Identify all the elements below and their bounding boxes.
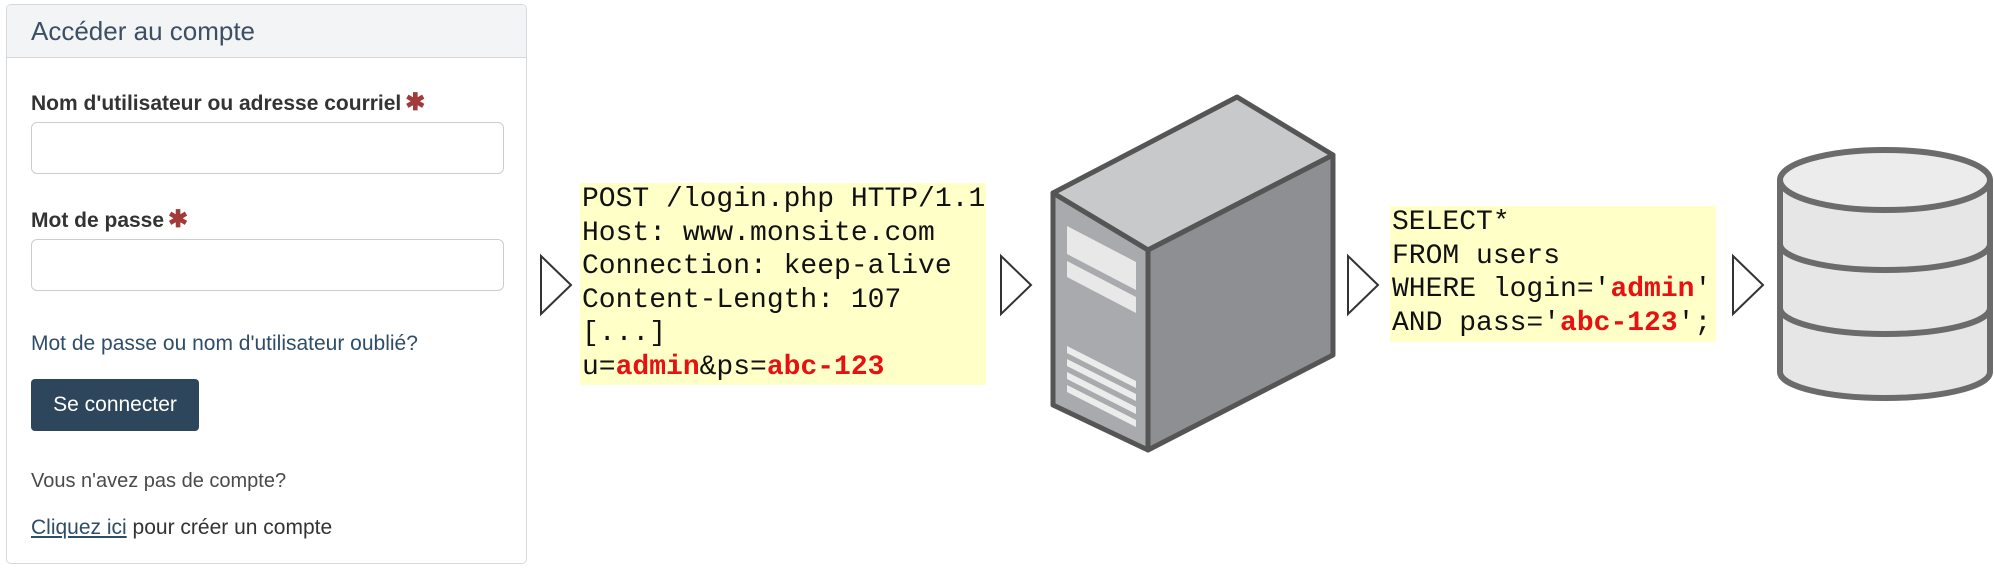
create-account-text: pour créer un compte [126, 516, 333, 539]
no-account-text: Vous n'avez pas de compte? [31, 470, 287, 492]
sql-where-prefix: WHERE login=' [1392, 274, 1611, 305]
sql-pass-value: abc-123 [1560, 307, 1678, 339]
http-body-line: u=admin&ps=abc-123 [582, 351, 984, 385]
required-icon: ✱ [405, 89, 426, 116]
panel-header: Accéder au compte [7, 5, 526, 58]
http-line: POST /login.php HTTP/1.1 [582, 184, 986, 215]
database-icon [1777, 147, 1993, 401]
arrow-icon [1000, 253, 1033, 317]
sql-and-suffix: '; [1677, 307, 1712, 339]
create-account-link[interactable]: Cliquez ici [31, 516, 127, 539]
password-input[interactable] [31, 239, 504, 291]
arrow-icon [540, 253, 573, 317]
password-label: Mot de passe✱ [31, 205, 188, 234]
http-line: Host: www.monsite.com [582, 217, 935, 249]
http-line: Content-Length: 107 [582, 284, 902, 316]
arrow-icon [1347, 253, 1380, 317]
body-user-key: u= [582, 351, 616, 383]
required-icon: ✱ [168, 206, 189, 233]
sql-line: FROM users [1392, 240, 1561, 272]
sql-and-line: AND pass='abc-123'; [1392, 307, 1714, 341]
http-line: [...] [582, 318, 667, 349]
server-icon [1050, 94, 1336, 453]
sql-and-prefix: AND pass=' [1392, 307, 1561, 339]
username-label: Nom d'utilisateur ou adresse courriel✱ [31, 88, 425, 117]
http-line: Connection: keep-alive [582, 251, 952, 282]
create-account-line: Cliquez ici pour créer un compte [31, 516, 332, 540]
body-user-value: admin [615, 351, 700, 383]
password-label-text: Mot de passe [31, 209, 165, 232]
sql-where-line: WHERE login='admin' [1392, 273, 1714, 307]
sql-where-suffix: ' [1694, 274, 1712, 305]
arrow-icon [1732, 253, 1765, 317]
sql-line: SELECT* [1392, 207, 1510, 238]
forgot-password-link[interactable]: Mot de passe ou nom d'utilisateur oublié… [31, 332, 418, 355]
login-button[interactable]: Se connecter [31, 379, 199, 431]
username-input[interactable] [31, 122, 504, 174]
sql-login-value: admin [1610, 274, 1695, 305]
body-pass-key: &ps= [699, 351, 767, 383]
body-pass-value: abc-123 [766, 351, 885, 383]
login-panel: Accéder au compte Nom d'utilisateur ou a… [6, 4, 527, 564]
username-label-text: Nom d'utilisateur ou adresse courriel [31, 92, 402, 115]
